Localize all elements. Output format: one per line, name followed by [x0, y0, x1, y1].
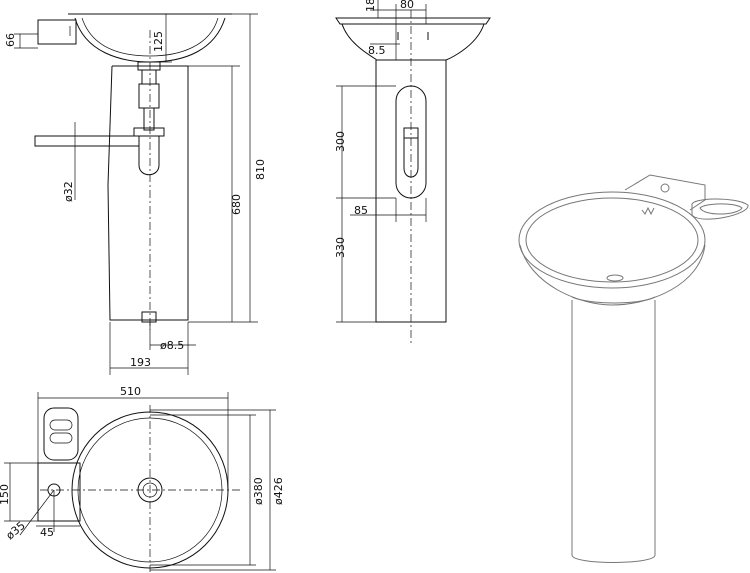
dim-8-5-front: 8.5: [368, 44, 386, 57]
dim-510: 510: [120, 385, 141, 398]
isometric-view: [518, 174, 749, 563]
iso-bowl-rim: [518, 191, 706, 289]
dim-193: 193: [130, 356, 151, 369]
dim-18: 18: [364, 0, 377, 12]
dim-426: ø426: [272, 477, 285, 505]
dim-66: 66: [4, 33, 17, 47]
dim-300: 300: [334, 131, 347, 152]
dim-125: 125: [152, 31, 165, 52]
wall-bracket: [37, 19, 77, 45]
dim-330: 330: [334, 237, 347, 258]
dim-810: 810: [254, 159, 267, 180]
dim-32: ø32: [62, 181, 75, 202]
dim-85: 85: [354, 204, 368, 217]
dim-680: 680: [230, 194, 243, 215]
pedestal-outline: [107, 65, 189, 321]
soap-dish: [43, 407, 79, 461]
siphon-trap: [138, 136, 160, 176]
siphon-body: [138, 83, 160, 109]
iso-soap-dish: [691, 198, 749, 220]
waste-pipe: [34, 135, 140, 147]
top-bracket: [37, 462, 81, 522]
top-view: 510 150 ø35 45 ø380 ø426: [0, 385, 285, 572]
iso-bracket: [624, 174, 706, 211]
dim-45: 45: [40, 526, 54, 539]
bowl-outline: [74, 17, 226, 63]
front-bowl-rim: [335, 17, 491, 25]
dim-80: 80: [400, 0, 414, 11]
dim-35: ø35: [4, 519, 28, 542]
iso-drain: [606, 274, 624, 282]
front-view: 18 80 8.5 300 85 330: [334, 0, 491, 345]
dim-380: ø380: [252, 477, 265, 505]
side-view: 66 125 810 680 ø32 ø8.5 193: [4, 13, 267, 375]
iso-pedestal: [571, 300, 656, 563]
dim-150: 150: [0, 484, 11, 505]
brand-logo: [641, 206, 655, 216]
dim-8-5-bottom: ø8.5: [160, 339, 184, 352]
